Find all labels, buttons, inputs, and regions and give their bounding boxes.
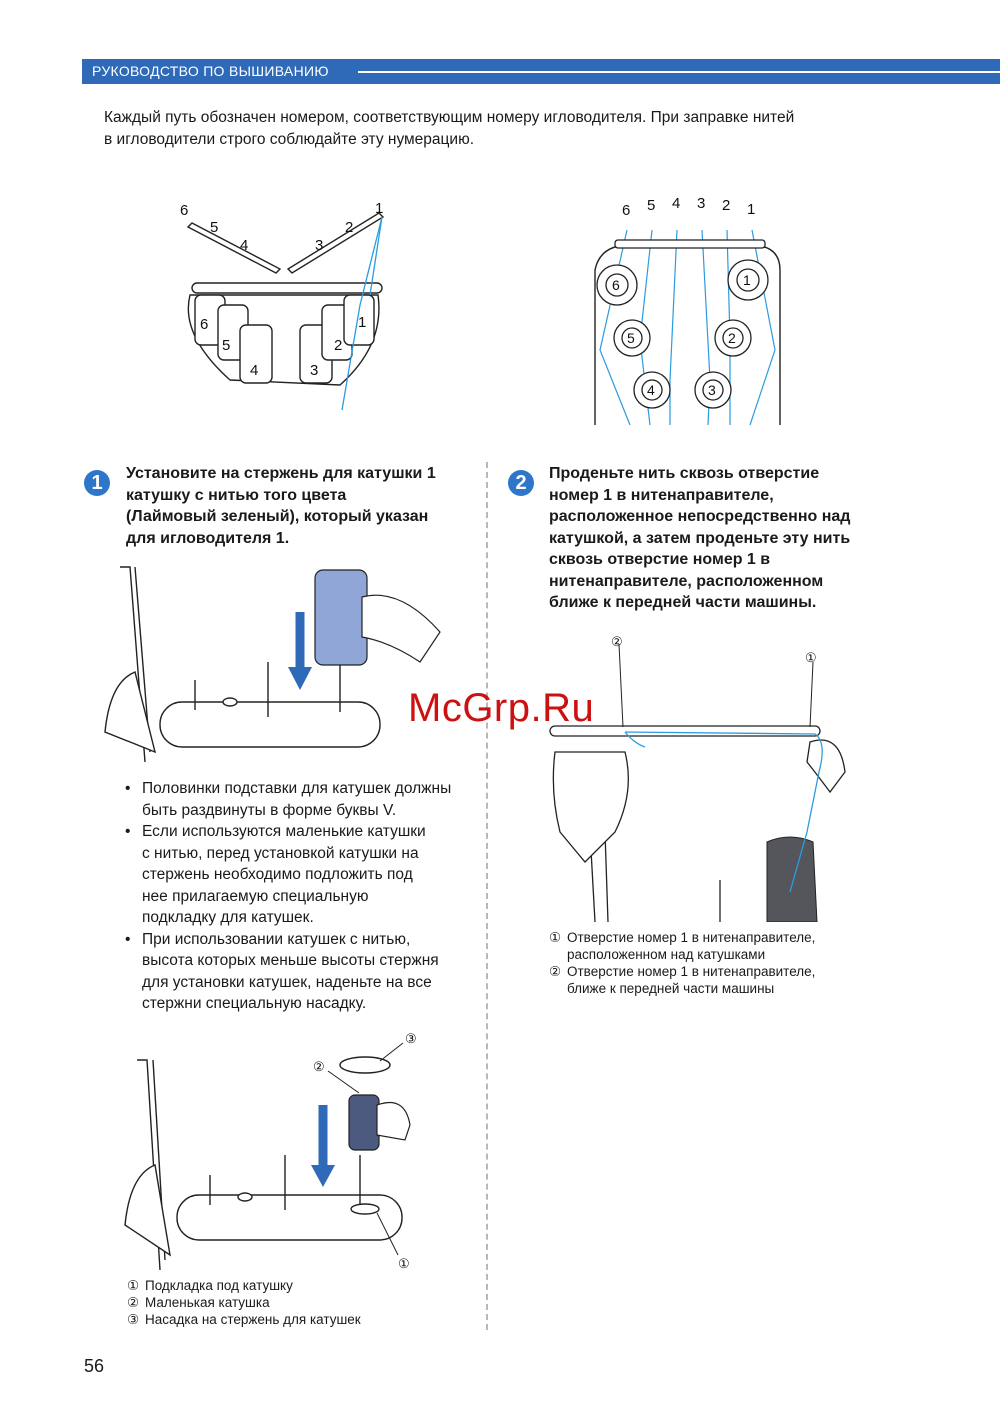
- legend-text-cont: расположенном над катушками: [567, 947, 766, 962]
- step-2-line: катушкой, а затем проденьте эту нить: [549, 529, 851, 547]
- callout-1: ①: [398, 1256, 410, 1271]
- legend-item: ① Подкладка под катушку: [127, 1277, 447, 1294]
- legend-text: Подкладка под катушку: [145, 1278, 293, 1293]
- header-title: РУКОВОДСТВО ПО ВЫШИВАНИЮ: [92, 63, 329, 79]
- fig-top-left-num-2: 2: [345, 219, 353, 236]
- note-line: Половинки подставки для катушек должны: [142, 780, 452, 797]
- legend-text: Отверстие номер 1 в нитенаправителе,: [567, 930, 816, 945]
- step-2-badge: 2: [508, 470, 534, 496]
- note-line: быть раздвинуты в форме буквы V.: [142, 801, 397, 819]
- fig-circle-1: 1: [743, 272, 751, 288]
- callout-3: ③: [405, 1031, 417, 1046]
- legend-text: Насадка на стержень для катушек: [145, 1312, 361, 1327]
- note-line: При использовании катушек с нитью,: [142, 930, 411, 948]
- fig-top-right-num-3: 3: [697, 195, 705, 212]
- fig-spool-5: 5: [222, 337, 230, 354]
- fig-top-right-num-5: 5: [647, 197, 655, 214]
- fig-circle-2: 2: [728, 330, 736, 346]
- legend-num: ②: [549, 964, 562, 979]
- bullet-mark: •: [125, 930, 131, 948]
- note-line: с нитью, перед установкой катушки на: [142, 844, 419, 862]
- page-number: 56: [84, 1356, 105, 1376]
- intro-line-2: в игловодители строго соблюдайте эту нум…: [104, 131, 475, 148]
- step-1-line: для игловодителя 1.: [126, 529, 290, 547]
- legend-item: ② Отверстие номер 1 в нитенаправителе,: [549, 963, 879, 980]
- fig-top-right-num-2: 2: [722, 197, 730, 214]
- step-1-line: Установите на стержень для катушки 1: [126, 465, 436, 482]
- note-line: стержни специальную насадку.: [142, 995, 367, 1012]
- legend-item: ③ Насадка на стержень для катушек: [127, 1311, 447, 1328]
- step-1-badge: 1: [84, 470, 110, 496]
- step-1-text: Установите на стержень для катушки 1 кат…: [126, 463, 476, 549]
- spool-stand-figure: 6 5 4 3 2 1 6 5 4 3 2 1: [180, 200, 385, 411]
- note-line: высота которых меньше высоты стержня: [142, 952, 439, 969]
- intro-paragraph: Каждый путь обозначен номером, соответст…: [104, 107, 904, 151]
- fig-top-left-num-5: 5: [210, 219, 218, 236]
- fig-spool-2: 2: [334, 337, 342, 354]
- step-2-line: Проденьте нить сквозь отверстие: [549, 465, 820, 482]
- note-item: • Если используются маленькие катушки с …: [122, 821, 472, 929]
- column-divider: [486, 462, 488, 1330]
- step-2-line: расположенное непосредственно над: [549, 508, 851, 525]
- step-2-line: нитенаправителе, расположенном: [549, 572, 824, 590]
- fig-circle-5: 5: [627, 330, 635, 346]
- fig-top-left-num-4: 4: [240, 237, 248, 254]
- callout-2-guide: ②: [611, 634, 623, 649]
- step-1-line: (Лаймовый зеленый), который указан: [126, 508, 429, 525]
- fig-spool-1: 1: [358, 314, 366, 331]
- fig-top-right-num-1: 1: [747, 201, 755, 218]
- fig-circle-4: 4: [647, 382, 655, 398]
- watermark: McGrp.Ru: [408, 686, 595, 730]
- fig-spool-3: 3: [310, 362, 318, 379]
- callout-1-guide: ①: [805, 650, 817, 665]
- step-2-line: номер 1 в нитенаправителе,: [549, 486, 774, 504]
- step-2-text: Проденьте нить сквозь отверстие номер 1 …: [549, 463, 909, 614]
- legend-left: ① Подкладка под катушку ② Маленькая катушк…: [127, 1277, 447, 1328]
- note-line: для установки катушек, наденьте на все: [142, 973, 432, 991]
- legend-num: ③: [127, 1312, 140, 1327]
- legend-text: Маленькая катушка: [145, 1295, 270, 1310]
- thread-paths-figure: 6 5 4 3 2 1 6 1 5 2 4 3: [594, 195, 781, 426]
- legend-text: Отверстие номер 1 в нитенаправителе,: [567, 964, 816, 979]
- header-rule: [358, 71, 1000, 73]
- fig-spool-4: 4: [250, 362, 258, 379]
- fig-top-right-num-6: 6: [622, 202, 630, 219]
- notes-list: • Половинки подставки для катушек должны…: [122, 778, 472, 1015]
- fig-circle-6: 6: [612, 277, 620, 293]
- legend-item: ② Маленькая катушка: [127, 1294, 447, 1311]
- step-2-line: сквозь отверстие номер 1 в: [549, 551, 771, 568]
- note-line: нее прилагаемую специальную: [142, 887, 369, 905]
- small-spool-figure: ③ ② ①: [124, 1031, 417, 1271]
- fig-spool-6: 6: [200, 316, 208, 333]
- fig-top-left-num-1: 1: [375, 200, 383, 217]
- note-line: Если используются маленькие катушки: [142, 823, 426, 840]
- step-2-line: ближе к передней части машины.: [549, 594, 817, 611]
- callout-2: ②: [313, 1059, 325, 1074]
- note-line: стержень необходимо подложить под: [142, 866, 413, 883]
- legend-right: ① Отверстие номер 1 в нитенаправителе, ра…: [549, 929, 879, 997]
- legend-item: ① Отверстие номер 1 в нитенаправителе,: [549, 929, 879, 946]
- intro-line-1: Каждый путь обозначен номером, соответст…: [104, 109, 795, 126]
- legend-num: ①: [127, 1278, 140, 1293]
- legend-text-cont: ближе к передней части машины: [567, 981, 775, 996]
- note-item: • При использовании катушек с нитью, выс…: [122, 929, 472, 1015]
- spool-placement-figure: [104, 566, 441, 762]
- bullet-mark: •: [125, 780, 131, 797]
- fig-circle-3: 3: [708, 382, 716, 398]
- step-1-line: катушку с нитью того цвета: [126, 486, 347, 504]
- bullet-mark: •: [125, 823, 131, 840]
- thread-guide-figure: ② ①: [549, 634, 846, 922]
- legend-num: ②: [127, 1295, 140, 1310]
- fig-top-left-num-3: 3: [315, 237, 323, 254]
- legend-num: ①: [549, 930, 562, 945]
- note-line: подкладку для катушек.: [142, 909, 314, 926]
- fig-top-right-num-4: 4: [672, 195, 680, 212]
- note-item: • Половинки подставки для катушек должны…: [122, 778, 472, 821]
- fig-top-left-num-6: 6: [180, 202, 188, 219]
